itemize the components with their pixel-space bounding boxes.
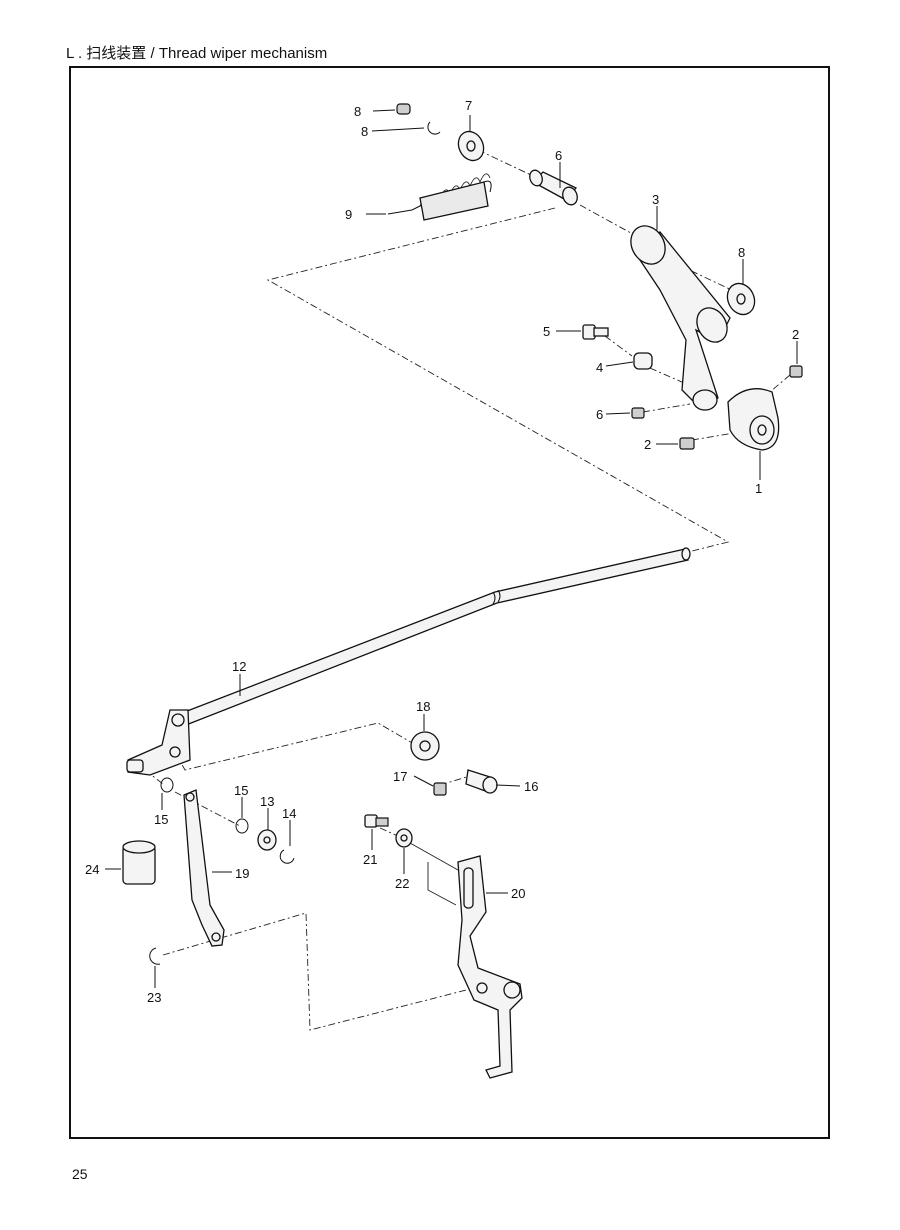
part-19-lever xyxy=(183,789,225,947)
callout-8-right: 8 xyxy=(738,245,745,260)
part-1-cam xyxy=(727,388,780,451)
part-5-screw xyxy=(582,324,609,340)
callout-labels: 8 8 7 6 9 3 8 2 5 4 6 2 1 12 18 17 16 15… xyxy=(85,98,799,1005)
callout-2-upper: 2 xyxy=(792,327,799,342)
callout-8-top: 7 xyxy=(465,98,472,113)
part-2-set-screw-upper xyxy=(789,365,803,378)
callout-10: 8 xyxy=(354,104,361,119)
section-title-en: Thread wiper mechanism xyxy=(158,45,328,62)
part-14-e-ring xyxy=(279,849,295,864)
part-6-set-screw xyxy=(631,407,645,419)
title-separator: / xyxy=(150,45,155,62)
callout-9: 8 xyxy=(361,124,368,139)
part-12-link-plate xyxy=(126,709,191,776)
callout-1: 1 xyxy=(755,481,762,496)
callout-11: 9 xyxy=(345,207,352,222)
section-prefix: L . xyxy=(66,45,83,62)
part-10-screw xyxy=(396,103,411,115)
part-23-e-ring xyxy=(149,947,161,965)
callout-5: 5 xyxy=(543,324,550,339)
callout-15-right: 15 xyxy=(234,783,248,798)
callout-3: 3 xyxy=(652,192,659,207)
part-24-cap xyxy=(122,840,156,885)
part-8-washer-right xyxy=(726,282,756,316)
diagram-frame xyxy=(69,66,830,1139)
callout-22: 22 xyxy=(395,876,409,891)
callout-18: 18 xyxy=(416,699,430,714)
part-15-ring-left xyxy=(160,777,174,793)
part-20-wiper-arm xyxy=(457,855,523,1079)
callout-19: 19 xyxy=(235,866,249,881)
page-number: 25 xyxy=(72,1166,88,1182)
part-17-set-screw xyxy=(433,782,447,796)
callout-23: 23 xyxy=(147,990,161,1005)
callout-17: 17 xyxy=(393,769,407,784)
callout-21: 21 xyxy=(363,852,377,867)
callout-20: 20 xyxy=(511,886,525,901)
callout-leaders xyxy=(105,109,798,988)
part-3-crank-arm xyxy=(630,225,731,411)
callout-4: 4 xyxy=(596,360,603,375)
callout-14: 14 xyxy=(282,806,296,821)
callout-24: 24 xyxy=(85,862,99,877)
part-21-screw xyxy=(364,814,389,828)
section-title-cn: 扫线装置 xyxy=(86,44,147,62)
callout-16: 16 xyxy=(524,779,538,794)
part-12-rod xyxy=(181,547,691,726)
callout-2-lower: 2 xyxy=(644,437,651,452)
part-18-collar xyxy=(410,731,440,761)
callout-13: 13 xyxy=(260,794,274,809)
callout-15-left: 15 xyxy=(154,812,168,827)
callout-12: 12 xyxy=(232,659,246,674)
part-15-ring-right xyxy=(235,818,249,834)
part-22-washer xyxy=(395,828,413,848)
callout-6: 6 xyxy=(596,407,603,422)
part-7-stud xyxy=(529,169,578,206)
part-13-washer xyxy=(257,829,277,851)
callout-7: 6 xyxy=(555,148,562,163)
part-4-collar xyxy=(633,352,653,370)
part-8-washer-top xyxy=(457,130,485,162)
part-11-spring xyxy=(387,173,492,221)
part-9-e-ring xyxy=(427,121,441,135)
page-header: L . 扫线装置 / Thread wiper mechanism xyxy=(66,42,327,63)
part-16-pin xyxy=(465,769,498,794)
part-2-set-screw-lower xyxy=(679,437,695,450)
